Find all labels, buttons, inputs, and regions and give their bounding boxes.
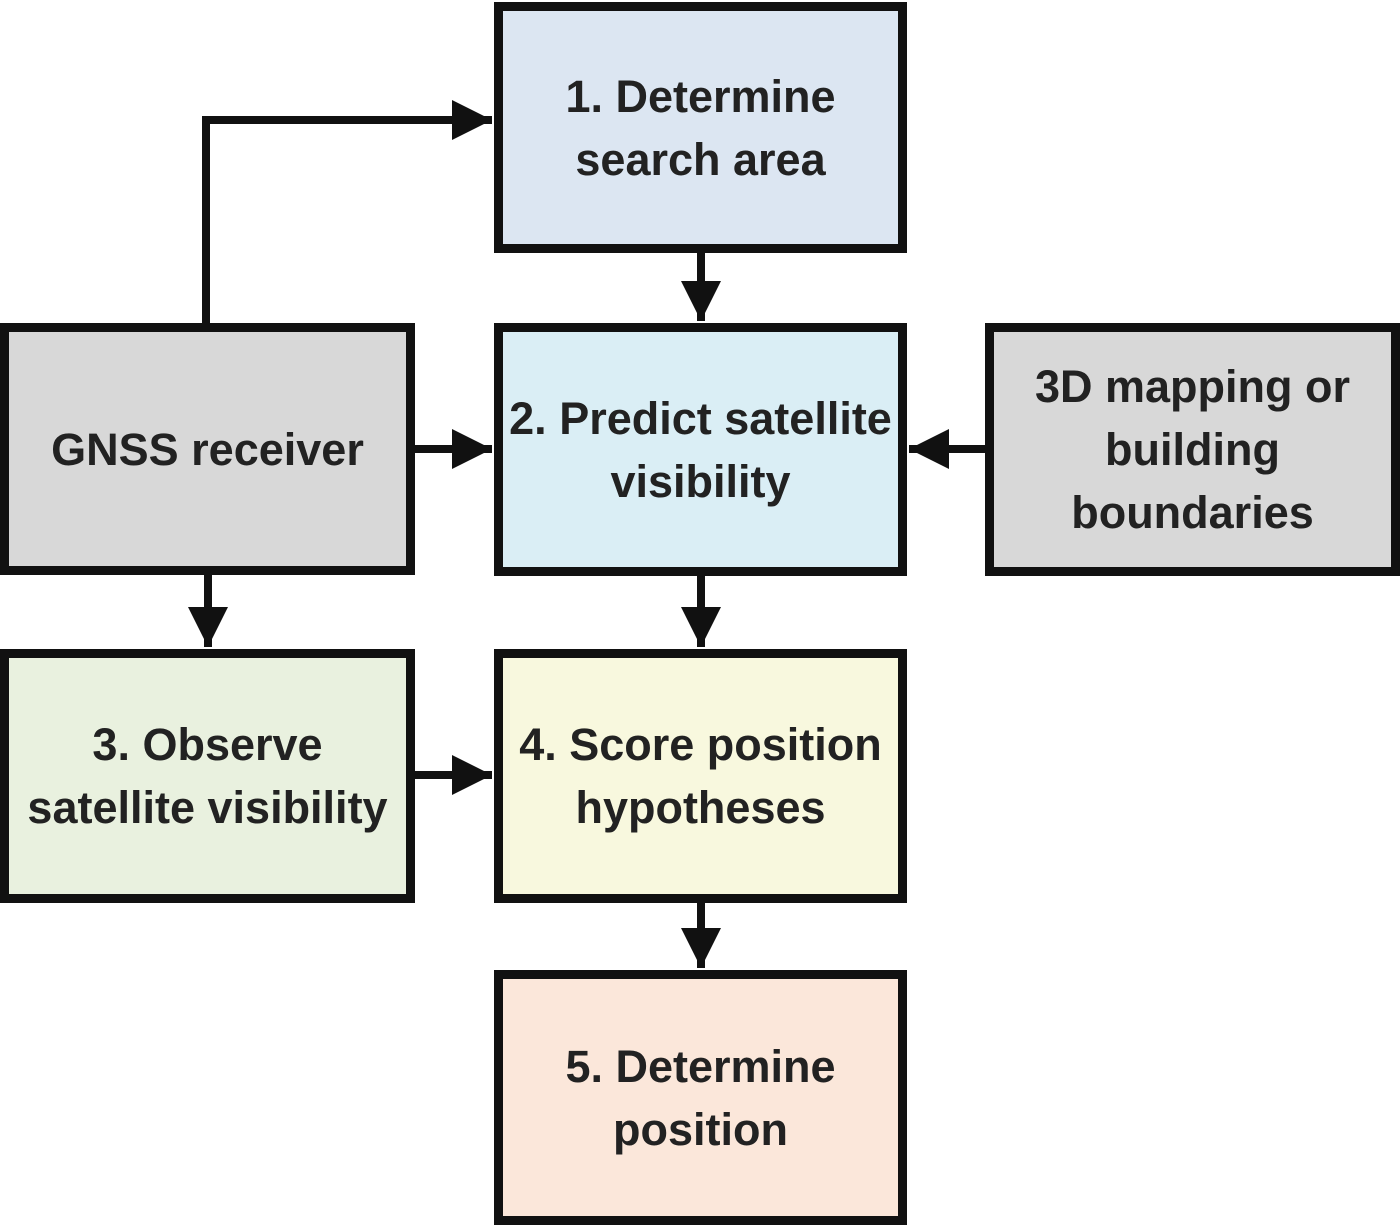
step-determine-position-line-2: position — [613, 1103, 788, 1155]
step-score-hypotheses-box: 4. Score position hypotheses — [494, 649, 907, 903]
step-determine-search-area-line-2: search area — [575, 133, 826, 185]
mapping-line-2: building — [1105, 424, 1280, 475]
step-determine-search-area-line-1: 1. Determine — [565, 70, 836, 122]
step-observe-visibility-line-1: 3. Observe — [92, 719, 323, 770]
step-observe-visibility-line-2: satellite visibility — [27, 782, 388, 833]
step-score-hypotheses-line-2: hypotheses — [575, 782, 826, 833]
gnss-receiver-label: GNSS receiver — [51, 423, 364, 475]
step-determine-position-line-1: 5. Determine — [565, 1040, 836, 1092]
mapping-box: 3D mapping or building boundaries — [985, 323, 1400, 576]
mapping-line-3: boundaries — [1071, 487, 1314, 538]
step-predict-visibility-box: 2. Predict satellite visibility — [494, 323, 907, 576]
step-determine-search-area-box: 1. Determine search area — [494, 2, 907, 253]
step-score-hypotheses-line-1: 4. Score position — [519, 719, 882, 770]
step-predict-visibility-line-2: visibility — [610, 455, 791, 507]
step-determine-position-box: 5. Determine position — [494, 970, 907, 1225]
arrow-gnss-to-search-area — [202, 100, 492, 327]
step-predict-visibility-line-1: 2. Predict satellite — [509, 392, 892, 444]
gnss-receiver-box: GNSS receiver — [0, 323, 415, 575]
mapping-line-1: 3D mapping or — [1034, 361, 1351, 412]
step-observe-visibility-box: 3. Observe satellite visibility — [0, 649, 415, 903]
